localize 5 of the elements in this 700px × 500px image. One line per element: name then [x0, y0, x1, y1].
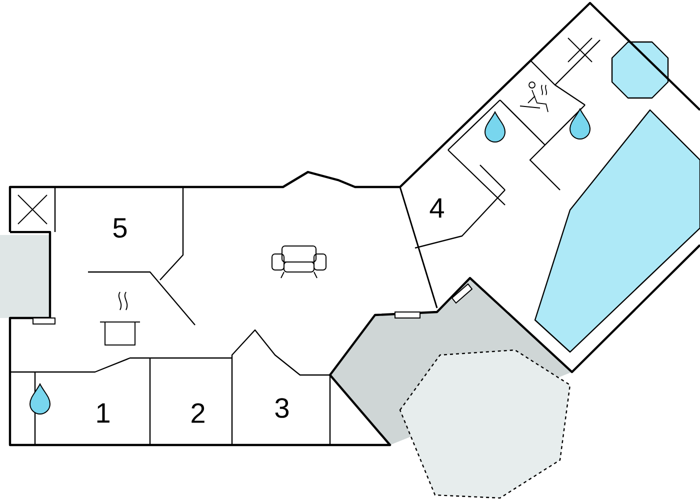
room-number: 4	[430, 198, 444, 218]
room-number: 1	[97, 403, 110, 423]
room-number: 2	[192, 403, 204, 423]
room-number: 3	[275, 398, 289, 418]
room-number: 5	[113, 218, 127, 238]
